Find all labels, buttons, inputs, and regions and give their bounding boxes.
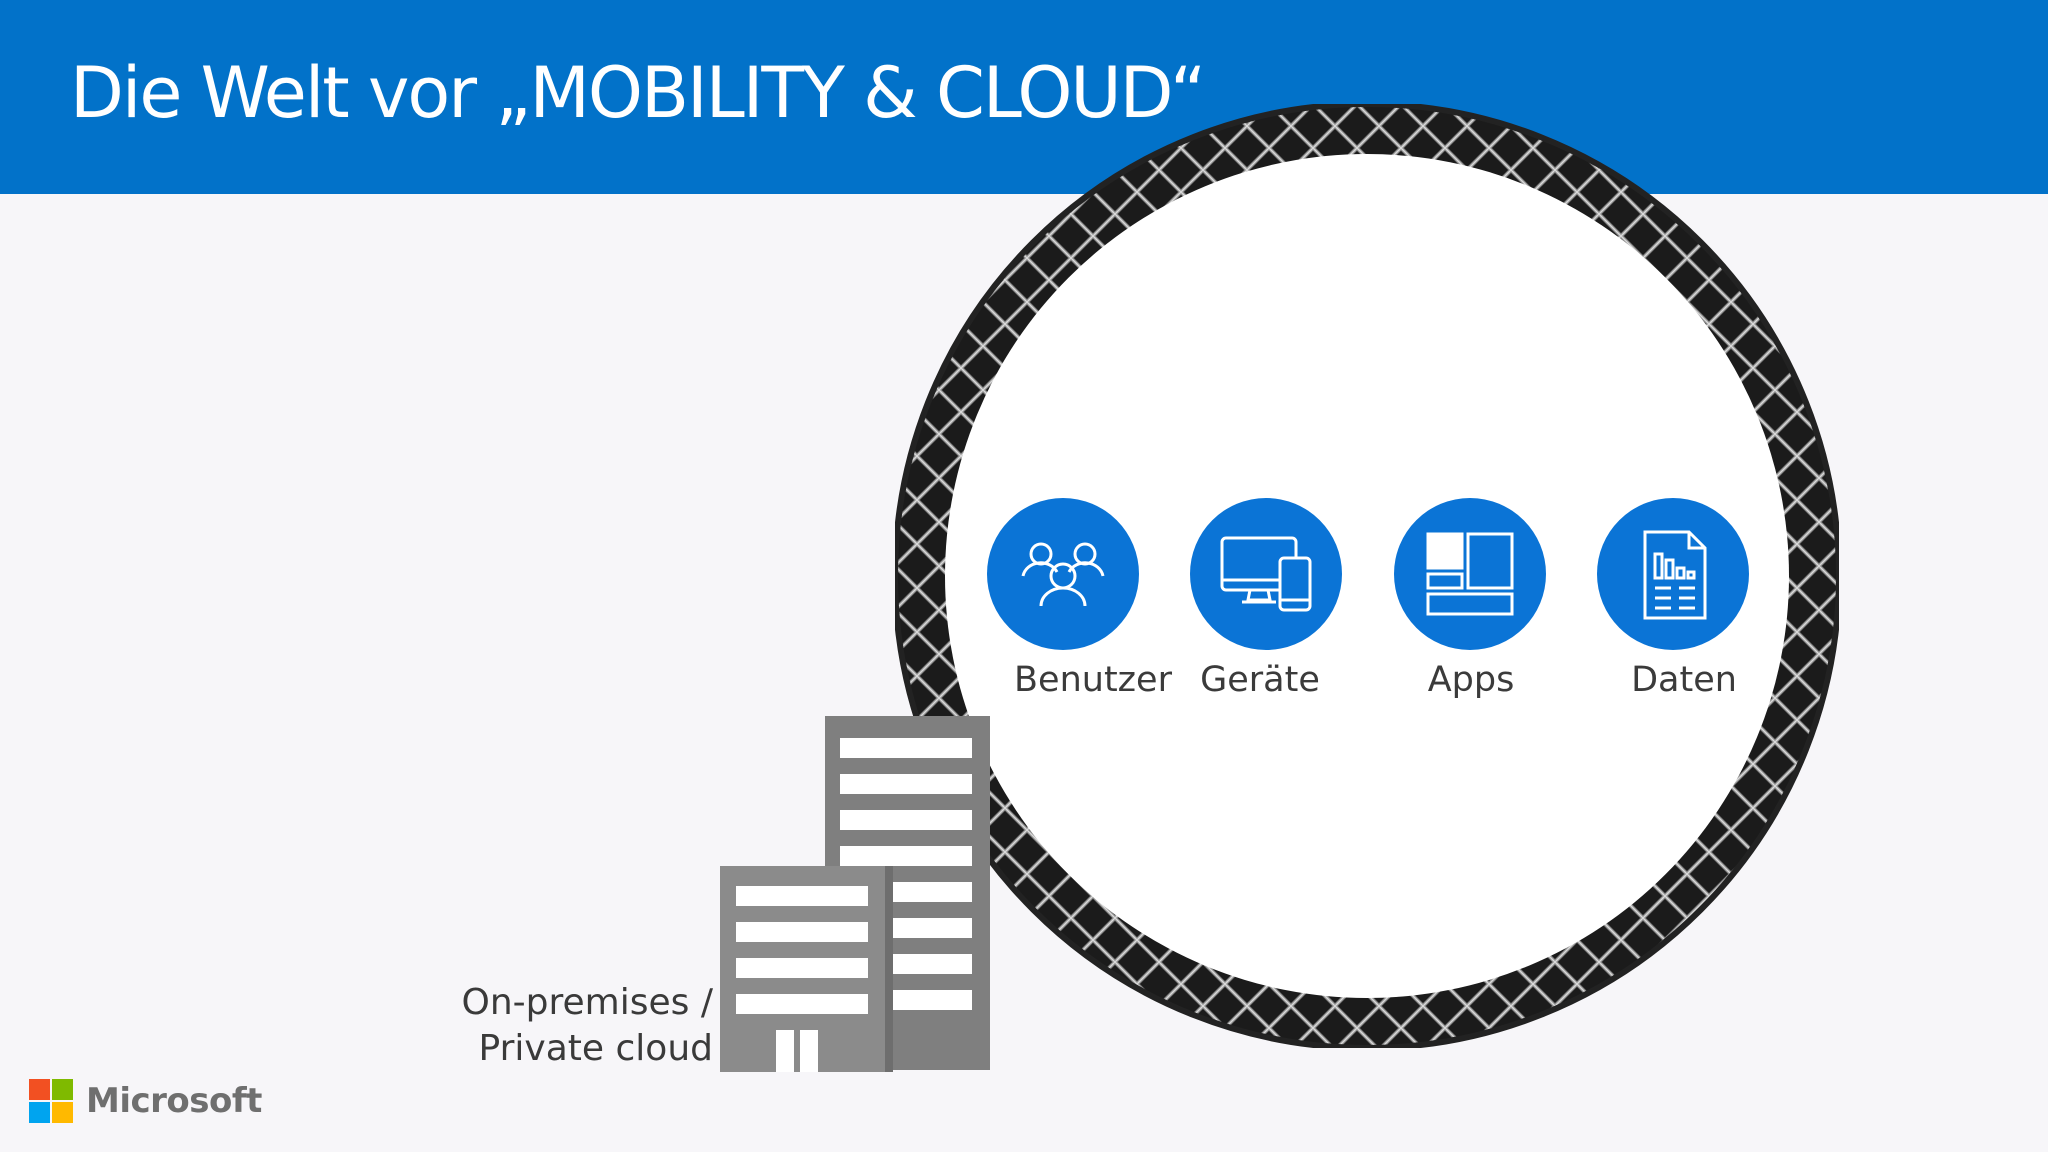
resource-benutzer bbox=[987, 498, 1139, 650]
resource-label-benutzer: Benutzer bbox=[1014, 660, 1172, 700]
resource-apps bbox=[1394, 498, 1546, 650]
chain-fence-ring bbox=[895, 104, 1839, 1048]
resource-geraete bbox=[1190, 498, 1342, 650]
apps-icon bbox=[1394, 498, 1546, 650]
building-label-line2: Private cloud bbox=[478, 1028, 713, 1069]
resource-label-geraete: Geräte bbox=[1200, 660, 1320, 700]
building-label: On-premises / Private cloud bbox=[462, 980, 713, 1072]
devices-icon bbox=[1190, 498, 1342, 650]
data-document-icon bbox=[1597, 498, 1749, 650]
microsoft-wordmark: Microsoft bbox=[86, 1081, 262, 1121]
office-building-icon bbox=[720, 716, 990, 1072]
users-icon bbox=[987, 498, 1139, 650]
microsoft-logo-icon bbox=[29, 1079, 73, 1123]
title-bar: Die Welt vor „MOBILITY & CLOUD“ bbox=[0, 0, 2048, 194]
building-label-line1: On-premises / bbox=[461, 982, 713, 1023]
slide-title: Die Welt vor „MOBILITY & CLOUD“ bbox=[70, 52, 1206, 134]
resource-label-apps: Apps bbox=[1427, 660, 1515, 700]
resource-daten bbox=[1597, 498, 1749, 650]
resource-label-daten: Daten bbox=[1631, 660, 1737, 700]
